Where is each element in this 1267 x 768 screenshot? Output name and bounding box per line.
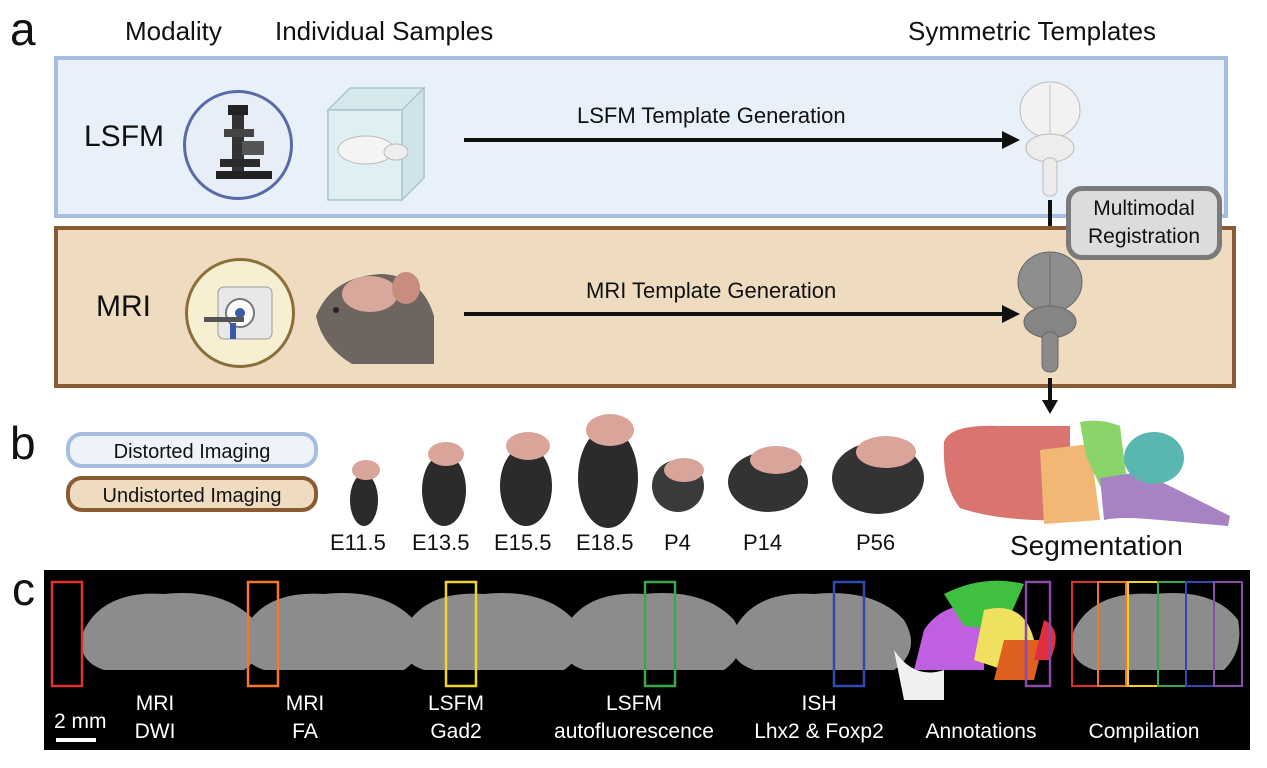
segmentation-down-arrow bbox=[1042, 378, 1058, 414]
lsfm-arrow-label: LSFM Template Generation bbox=[577, 103, 846, 128]
segmentation-label: Segmentation bbox=[1010, 530, 1183, 561]
stage-label-4: P4 bbox=[664, 530, 691, 555]
caption-mri-fa: MRI FA bbox=[270, 690, 340, 746]
lsfm-modality-icon bbox=[183, 90, 293, 200]
microscope-icon bbox=[216, 105, 272, 179]
stage-label-5: P14 bbox=[743, 530, 783, 555]
lsfm-template-brain bbox=[1019, 81, 1081, 197]
segmentation-brain bbox=[943, 420, 1230, 526]
panel-label-a: a bbox=[10, 3, 36, 55]
stage-label-3: E18.5 bbox=[576, 530, 634, 555]
legend-distorted: Distorted Imaging bbox=[66, 432, 318, 468]
caption-line2: DWI bbox=[134, 720, 176, 743]
panel-label-b: b bbox=[10, 417, 36, 469]
embryo-e15-5 bbox=[500, 432, 552, 526]
header-modality: Modality bbox=[125, 16, 222, 46]
caption-line1: LSFM bbox=[427, 692, 484, 715]
mri-modality-icon bbox=[185, 258, 295, 368]
mri-label: MRI bbox=[96, 290, 151, 323]
annotation-colors bbox=[894, 580, 1056, 700]
caption-compilation: Compilation bbox=[1064, 690, 1224, 746]
stage-label-6: P56 bbox=[856, 530, 896, 555]
caption-line1 bbox=[906, 690, 1056, 718]
caption-line1: MRI bbox=[285, 692, 325, 715]
caption-line1: LSFM bbox=[605, 692, 662, 715]
caption-lsfm-autofluorescence: LSFM autofluorescence bbox=[534, 690, 734, 746]
mouse-head-illustration bbox=[316, 272, 434, 364]
embryo-e11-5 bbox=[350, 460, 380, 526]
caption-line1: ISH bbox=[801, 692, 837, 715]
compilation-frames bbox=[1071, 581, 1243, 687]
header-individual-samples: Individual Samples bbox=[275, 16, 494, 46]
mouse-p56 bbox=[832, 436, 924, 514]
stage-label-2: E15.5 bbox=[494, 530, 552, 555]
header-symmetric-templates: Symmetric Templates bbox=[908, 16, 1157, 46]
frame-green bbox=[643, 580, 677, 688]
scale-bar-label: 2 mm bbox=[54, 710, 107, 733]
caption-line2: autofluorescence bbox=[554, 720, 714, 743]
frame-yellow bbox=[444, 580, 478, 688]
frame-blue bbox=[832, 580, 866, 688]
frame-red bbox=[50, 580, 84, 688]
caption-annotations: Annotations bbox=[906, 690, 1056, 746]
caption-line1: MRI bbox=[135, 692, 175, 715]
panel-label-c: c bbox=[12, 563, 35, 615]
lsfm-arrow bbox=[464, 131, 1020, 149]
registration-line2: Registration bbox=[1087, 225, 1201, 248]
caption-line2: Lhx2 & Foxp2 bbox=[754, 720, 884, 743]
multimodal-registration-badge: Multimodal Registration bbox=[1066, 186, 1222, 260]
caption-line2: Compilation bbox=[1088, 720, 1200, 743]
mri-arrow bbox=[464, 305, 1020, 323]
lsfm-label: LSFM bbox=[84, 120, 165, 153]
developmental-stages-illustration bbox=[350, 414, 924, 528]
caption-line2: Gad2 bbox=[430, 720, 482, 743]
mri-scanner-icon bbox=[204, 286, 273, 340]
stage-label-0: E11.5 bbox=[330, 530, 386, 555]
embryo-e18-5 bbox=[578, 414, 638, 528]
mouse-p14 bbox=[728, 446, 808, 512]
caption-mri-dwi: MRI DWI bbox=[120, 690, 190, 746]
registration-line1: Multimodal bbox=[1093, 197, 1195, 220]
legend-undistorted: Undistorted Imaging bbox=[66, 476, 318, 512]
embryo-e13-5 bbox=[422, 442, 466, 526]
stage-label-1: E13.5 bbox=[412, 530, 470, 555]
frame-orange bbox=[246, 580, 280, 688]
caption-lsfm-gad2: LSFM Gad2 bbox=[416, 690, 496, 746]
caption-line2: Annotations bbox=[925, 720, 1037, 743]
caption-line1 bbox=[1064, 690, 1224, 718]
caption-ish-lhx2-foxp2: ISH Lhx2 & Foxp2 bbox=[734, 690, 904, 746]
frame-purple bbox=[1024, 580, 1052, 688]
brain-slices bbox=[81, 593, 1240, 670]
pup-p4 bbox=[652, 458, 704, 512]
mri-template-brain bbox=[1017, 251, 1083, 373]
scale-bar bbox=[56, 738, 96, 742]
lsfm-sample-cube bbox=[326, 86, 426, 202]
caption-line2: FA bbox=[292, 720, 318, 743]
mri-arrow-label: MRI Template Generation bbox=[586, 278, 837, 303]
image-strip-content bbox=[50, 580, 1243, 742]
